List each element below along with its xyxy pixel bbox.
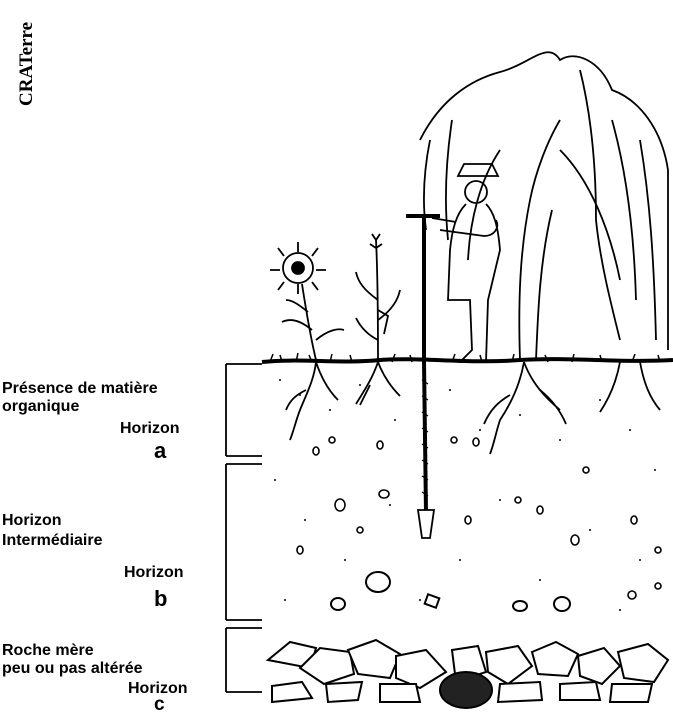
horizon-b-description-line2: Intermédiaire [2, 532, 102, 549]
horizon-c-description-line2: peu ou pas altérée [2, 660, 143, 677]
bracket-horizon-b [226, 464, 262, 620]
horizon-c-letter: c [154, 696, 165, 714]
credit-text: CRATerre [16, 22, 38, 106]
maize-plant [356, 234, 400, 405]
horizon-a-letter: a [154, 440, 166, 462]
flower-plant [270, 242, 344, 440]
horizon-b-letter: b [154, 588, 167, 610]
large-stones [331, 572, 570, 611]
bracket-horizon-c [226, 628, 262, 692]
dark-boulder [440, 672, 492, 708]
person-with-auger [406, 164, 500, 538]
horizon-c-description-line1: Roche mère [2, 642, 94, 659]
horizon-b-label: Horizon [124, 564, 184, 582]
horizon-a-description-line2: organique [2, 398, 79, 415]
horizon-b-description-line1: Horizon [2, 512, 62, 529]
horizon-a-label: Horizon [120, 420, 180, 438]
horizon-brackets [226, 364, 262, 692]
bracket-horizon-a [226, 364, 262, 456]
soil-speckles [274, 379, 656, 611]
pebbles [297, 437, 661, 599]
tree [420, 52, 668, 454]
horizon-a-description-line1: Présence de matière [2, 380, 158, 397]
